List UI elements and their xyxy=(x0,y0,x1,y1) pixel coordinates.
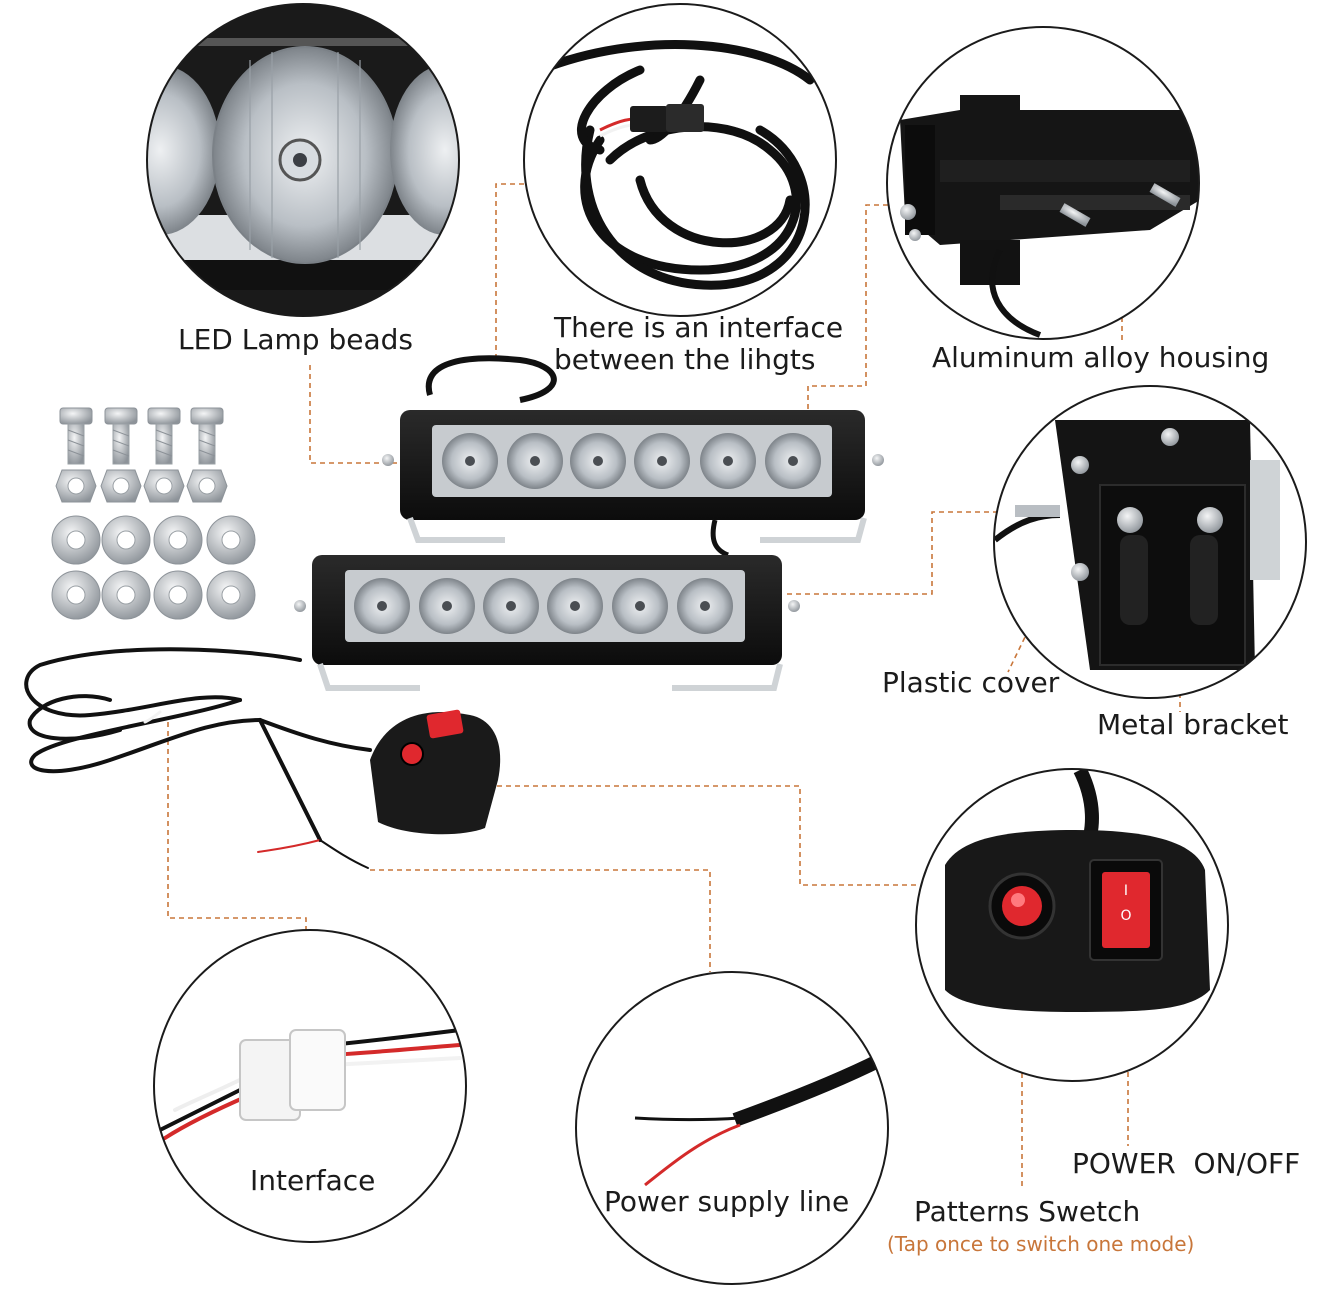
label-patterns-note: (Tap once to switch one mode) xyxy=(887,1232,1195,1256)
switch-on-mark: I xyxy=(1124,883,1128,899)
label-plastic-cover: Plastic cover xyxy=(882,666,1060,699)
leader-switch xyxy=(470,785,918,886)
leader-interface-between xyxy=(495,183,524,362)
label-patterns-switch: Patterns Swetch xyxy=(914,1195,1141,1228)
housing-closeup xyxy=(886,26,1200,340)
label-interface-between-1: There is an interface xyxy=(554,311,844,344)
label-metal-bracket: Metal bracket xyxy=(1097,708,1289,741)
light-bar-top xyxy=(382,355,884,558)
washers xyxy=(51,515,256,620)
power-supply-closeup xyxy=(575,971,889,1285)
switch-off-mark: O xyxy=(1120,908,1131,924)
switch-box xyxy=(370,709,501,835)
switch-closeup: I O xyxy=(915,768,1229,1082)
bracket-closeup xyxy=(993,385,1307,699)
bolts xyxy=(55,407,228,503)
leader-bracket-side xyxy=(787,511,998,595)
label-interface: Interface xyxy=(250,1164,376,1197)
cable-interface-closeup xyxy=(523,3,837,317)
label-power-supply: Power supply line xyxy=(604,1185,850,1218)
label-housing: Aluminum alloy housing xyxy=(932,341,1270,374)
label-interface-between-2: between the lihgts xyxy=(554,343,816,376)
label-power-onoff: POWER ON/OFF xyxy=(1072,1147,1301,1180)
interface-closeup xyxy=(153,929,467,1243)
hardware-kit xyxy=(51,407,256,620)
light-bar-bottom xyxy=(294,555,800,691)
leader-power-supply xyxy=(370,869,711,972)
leader-interface xyxy=(167,722,307,930)
label-led-beads: LED Lamp beads xyxy=(178,323,413,356)
wire-harness xyxy=(24,647,372,869)
led-beads-closeup xyxy=(146,3,460,317)
leader-housing xyxy=(807,204,888,412)
